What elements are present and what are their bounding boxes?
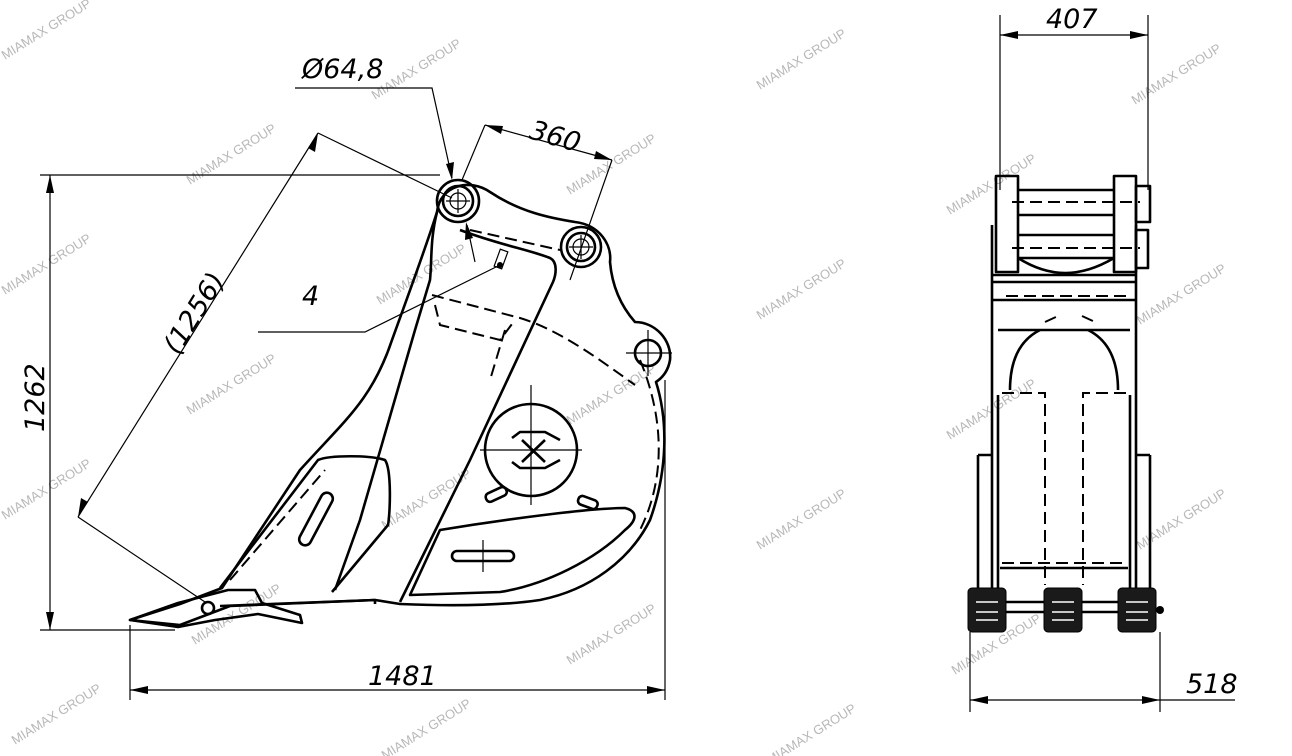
side-plate <box>333 211 439 591</box>
wear-plate <box>408 506 636 597</box>
watermark: MIAMAX GROUP <box>754 255 849 322</box>
logo-emblem <box>480 385 582 505</box>
watermarks: MIAMAX GROUP MIAMAX GROUP MIAMAX GROUP M… <box>0 0 1229 756</box>
watermark: MIAMAX GROUP <box>184 120 279 187</box>
dimension-line-length <box>129 380 666 700</box>
top-pin <box>435 178 481 224</box>
watermark: MIAMAX GROUP <box>944 150 1039 217</box>
side-view: 1262 1481 (1256) 360 Ø64,8 4 <box>20 54 672 700</box>
watermark: MIAMAX GROUP <box>1129 40 1224 107</box>
pin-diameter-label: Ø64,8 <box>301 54 383 85</box>
reach-label: (1256) <box>158 267 232 360</box>
hidden-edge <box>469 229 561 251</box>
dimension-line-bottom-width <box>969 632 1235 712</box>
watermark: MIAMAX GROUP <box>754 25 849 92</box>
bottom-width-label: 518 <box>1186 669 1238 700</box>
tooth <box>128 588 304 629</box>
item-number-label: 4 <box>302 281 319 312</box>
height-label: 1262 <box>20 363 51 432</box>
top-width-label: 407 <box>1046 4 1098 35</box>
front-plate <box>398 228 557 603</box>
leader-item-4 <box>258 264 501 333</box>
watermark: MIAMAX GROUP <box>379 695 474 756</box>
hidden-edge <box>639 359 660 531</box>
second-pin <box>559 225 603 269</box>
watermark: MIAMAX GROUP <box>379 465 474 532</box>
dimension-line-top-width <box>999 15 1149 190</box>
watermark: MIAMAX GROUP <box>764 700 859 756</box>
watermark: MIAMAX GROUP <box>184 350 279 417</box>
watermark: MIAMAX GROUP <box>1134 485 1229 552</box>
pin-spacing-label: 360 <box>526 115 584 159</box>
side-cutter <box>218 454 392 593</box>
hidden-edge <box>434 304 516 381</box>
watermark: MIAMAX GROUP <box>1134 260 1229 327</box>
watermark: MIAMAX GROUP <box>0 0 94 63</box>
front-view: 407 518 <box>967 4 1238 712</box>
watermark: MIAMAX GROUP <box>0 230 94 297</box>
dimension-line-height <box>40 174 440 631</box>
dimension-line-reach <box>77 132 453 603</box>
watermark: MIAMAX GROUP <box>754 485 849 552</box>
front-teeth <box>967 587 1164 633</box>
length-label: 1481 <box>368 661 437 692</box>
bucket-outline <box>128 183 672 627</box>
dimension-line-pin-spacing <box>461 124 613 281</box>
watermark: MIAMAX GROUP <box>564 600 659 667</box>
watermark: MIAMAX GROUP <box>374 240 469 307</box>
watermark: MIAMAX GROUP <box>9 680 104 747</box>
hidden-edge <box>431 294 636 386</box>
